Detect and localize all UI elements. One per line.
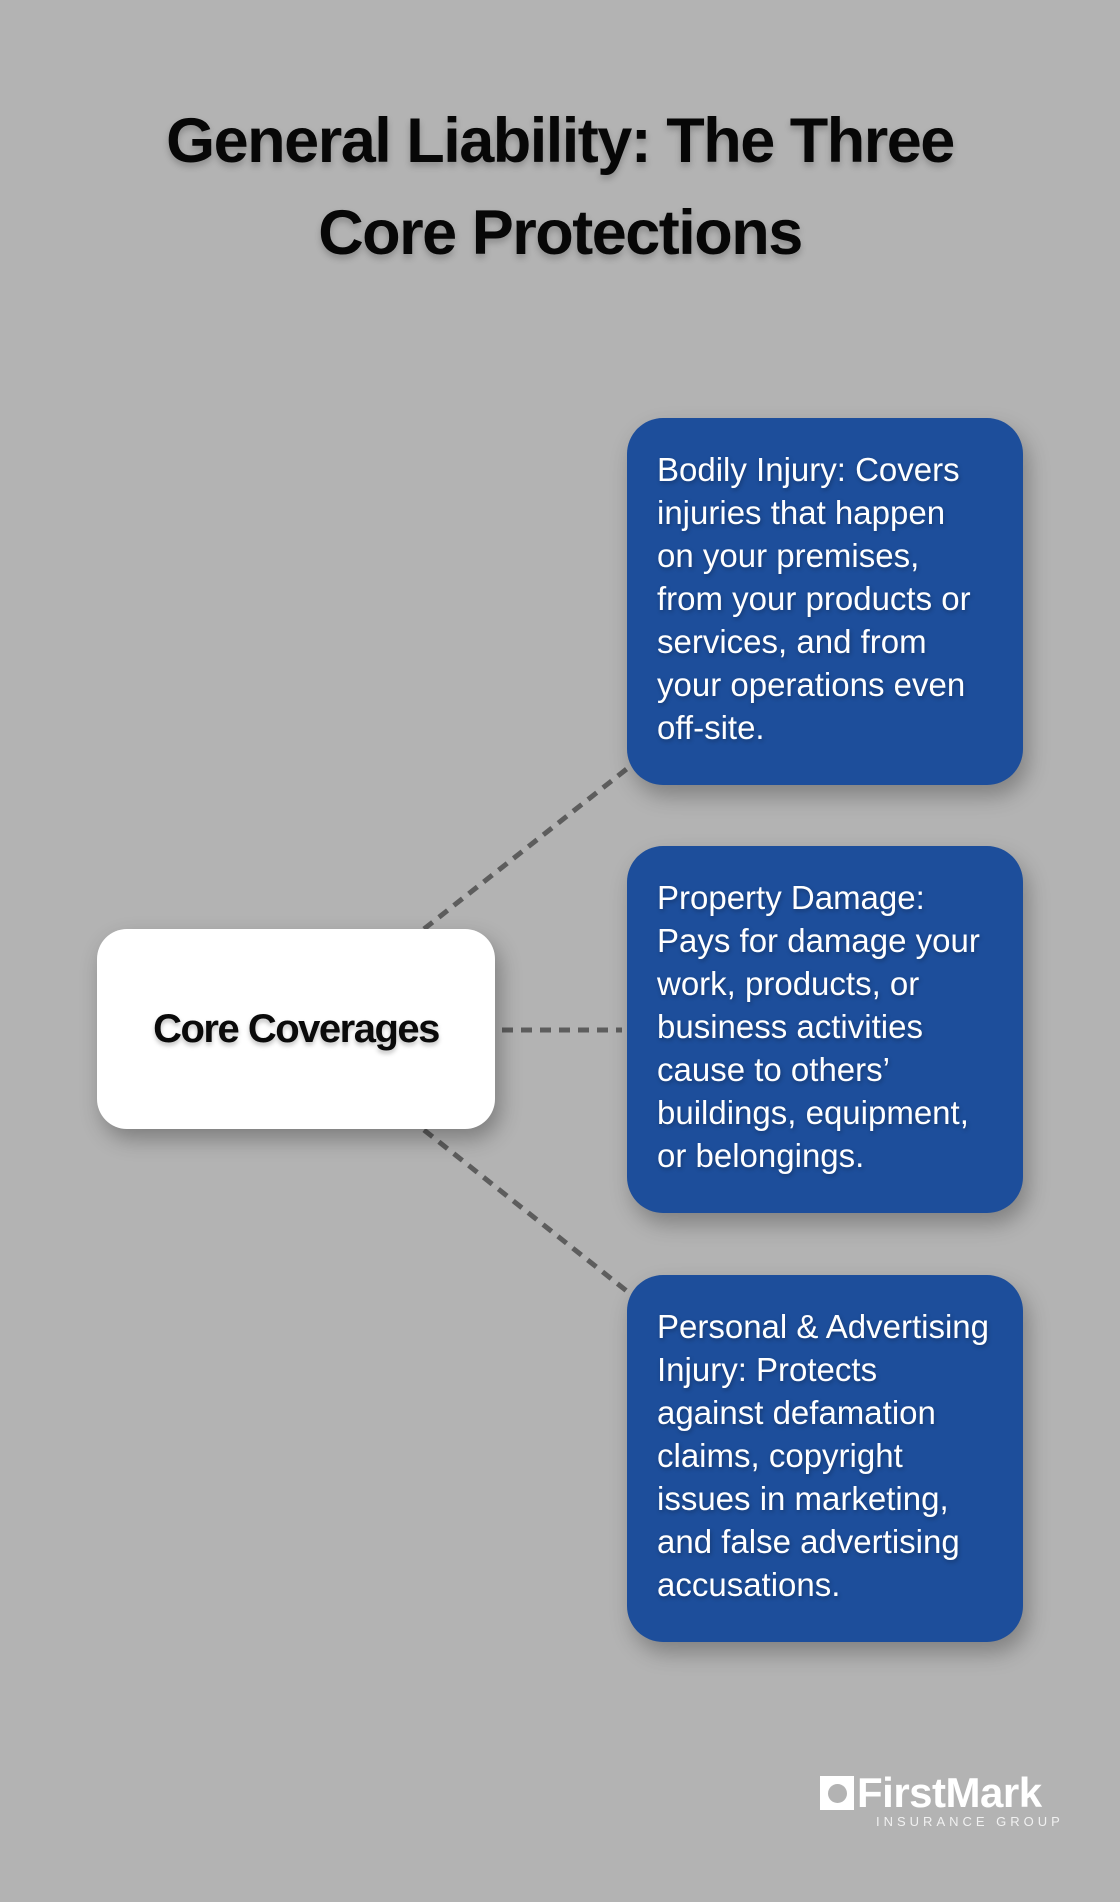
connector-line-personal-advertising <box>422 1128 635 1298</box>
card-personal-advertising-injury: Personal & Advertising Injury: Protects … <box>627 1275 1023 1642</box>
card-bodily-injury: Bodily Injury: Covers injuries that happ… <box>627 418 1023 785</box>
page-title: General Liability: The Three Core Protec… <box>166 106 955 268</box>
firstmark-tagline: INSURANCE GROUP <box>876 1814 1064 1829</box>
core-coverages-node: Core Coverages <box>97 929 495 1129</box>
card-property-damage: Property Damage: Pays for damage your wo… <box>627 846 1023 1213</box>
firstmark-circle-cutout <box>827 1783 847 1803</box>
connector-line-bodily-injury <box>422 762 635 931</box>
firstmark-square-circle-icon <box>820 1776 854 1810</box>
firstmark-logo: FirstMark INSURANCE GROUP <box>820 1769 1064 1829</box>
firstmark-brand-name: FirstMark <box>857 1769 1042 1816</box>
firstmark-logo-row: FirstMark <box>820 1769 1064 1816</box>
core-coverages-label: Core Coverages <box>153 1006 440 1051</box>
